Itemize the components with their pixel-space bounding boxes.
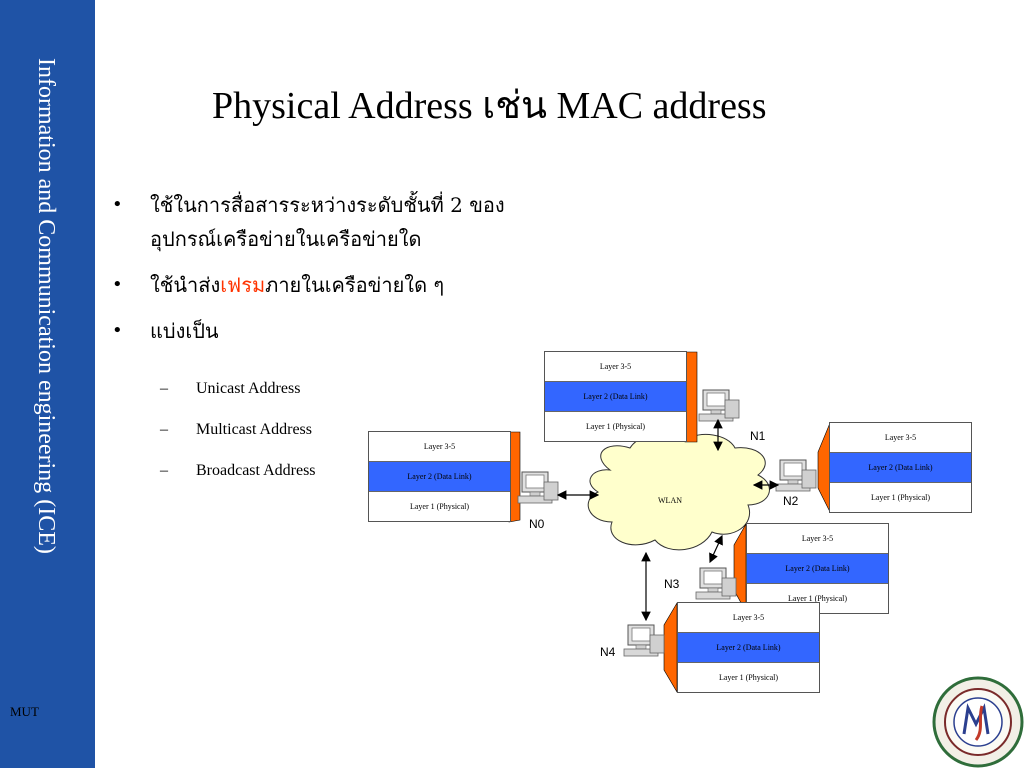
node-label-n0: N0 <box>529 517 545 531</box>
sub-item-unicast: – Unicast Address <box>160 376 316 417</box>
layer-3-5: Layer 3-5 <box>678 603 819 633</box>
layer-1: Layer 1 (Physical) <box>870 493 931 502</box>
sub-item-multicast: – Multicast Address <box>160 417 316 458</box>
layer-2: Layer 2 (Data Link) <box>830 453 971 483</box>
sub-marker: – <box>160 421 168 438</box>
bullet-text: ใช้ในการสื่อสารระหว่างระดับชั้นที่ 2 ของ… <box>150 193 505 251</box>
sub-item-text: Multicast Address <box>196 421 312 438</box>
layer-3-5: Layer 3-5 <box>369 432 510 462</box>
node-label-n3: N3 <box>664 577 680 591</box>
sub-marker: – <box>160 380 168 397</box>
sub-item-text: Broadcast Address <box>196 462 316 479</box>
node-label-n2: N2 <box>783 494 799 508</box>
layer-3-5: Layer 3-5 <box>545 352 686 382</box>
sub-list: – Unicast Address – Multicast Address – … <box>160 376 316 499</box>
bullet-marker: • <box>112 194 123 215</box>
layer-2: Layer 2 (Data Link) <box>545 382 686 412</box>
sub-marker: – <box>160 462 168 479</box>
sidebar-title: Information and Communication engineerin… <box>33 58 59 554</box>
bullet-text-after: ภายในเครือข่ายใด ๆ <box>265 273 445 297</box>
bullet-marker: • <box>112 320 123 341</box>
sidebar-footer: MUT <box>10 704 39 719</box>
computer-icon <box>775 459 817 492</box>
layer-stack-n0: Layer 3-5 Layer 2 (Data Link) Layer 1 (P… <box>368 431 511 522</box>
bullet-highlight: เฟรม <box>220 273 266 297</box>
bullet-list: • ใช้ในการสื่อสารระหว่างระดับชั้นที่ 2 ข… <box>112 188 552 360</box>
bullet-text: แบ่งเป็น <box>150 319 219 343</box>
cloud-label: WLAN <box>658 496 682 505</box>
layer-1: Layer 1 (Physical) <box>787 594 848 603</box>
computer-icon <box>698 389 740 422</box>
bullet-item: • ใช้ในการสื่อสารระหว่างระดับชั้นที่ 2 ข… <box>112 188 552 256</box>
layer-2: Layer 2 (Data Link) <box>678 633 819 663</box>
layer-stack-n2: Layer 3-5 Layer 2 (Data Link) Layer 1 (P… <box>829 422 972 513</box>
bullet-item: • ใช้นำส่งเฟรมภายในเครือข่ายใด ๆ <box>112 268 552 302</box>
layer-1: Layer 1 (Physical) <box>409 502 470 511</box>
node-label-n1: N1 <box>750 429 766 443</box>
bullet-text: ใช้นำส่ง <box>150 273 221 297</box>
university-logo <box>932 676 1024 768</box>
layer-stack-n4: Layer 3-5 Layer 2 (Data Link) Layer 1 (P… <box>677 602 820 693</box>
sub-item-text: Unicast Address <box>196 380 301 397</box>
layer-1: Layer 1 (Physical) <box>585 422 646 431</box>
computer-icon <box>623 624 665 657</box>
layer-2: Layer 2 (Data Link) <box>747 554 888 584</box>
wedge-n3 <box>733 522 747 613</box>
layer-3-5: Layer 3-5 <box>747 524 888 554</box>
layer-stack-n1: Layer 3-5 Layer 2 (Data Link) Layer 1 (P… <box>544 351 687 442</box>
layer-2: Layer 2 (Data Link) <box>369 462 510 492</box>
wedge-n4 <box>663 601 678 694</box>
layer-1: Layer 1 (Physical) <box>718 673 779 682</box>
sub-item-broadcast: – Broadcast Address <box>160 458 316 499</box>
sidebar: Information and Communication engineerin… <box>0 0 95 768</box>
node-label-n4: N4 <box>600 645 616 659</box>
layer-3-5: Layer 3-5 <box>830 423 971 453</box>
layer-stack-n3: Layer 3-5 Layer 2 (Data Link) Layer 1 (P… <box>746 523 889 614</box>
bullet-item: • แบ่งเป็น <box>112 314 552 348</box>
computer-icon <box>517 471 559 504</box>
computer-icon <box>695 567 737 600</box>
slide-title: Physical Address เช่น MAC address <box>212 85 767 127</box>
bullet-marker: • <box>112 274 123 295</box>
